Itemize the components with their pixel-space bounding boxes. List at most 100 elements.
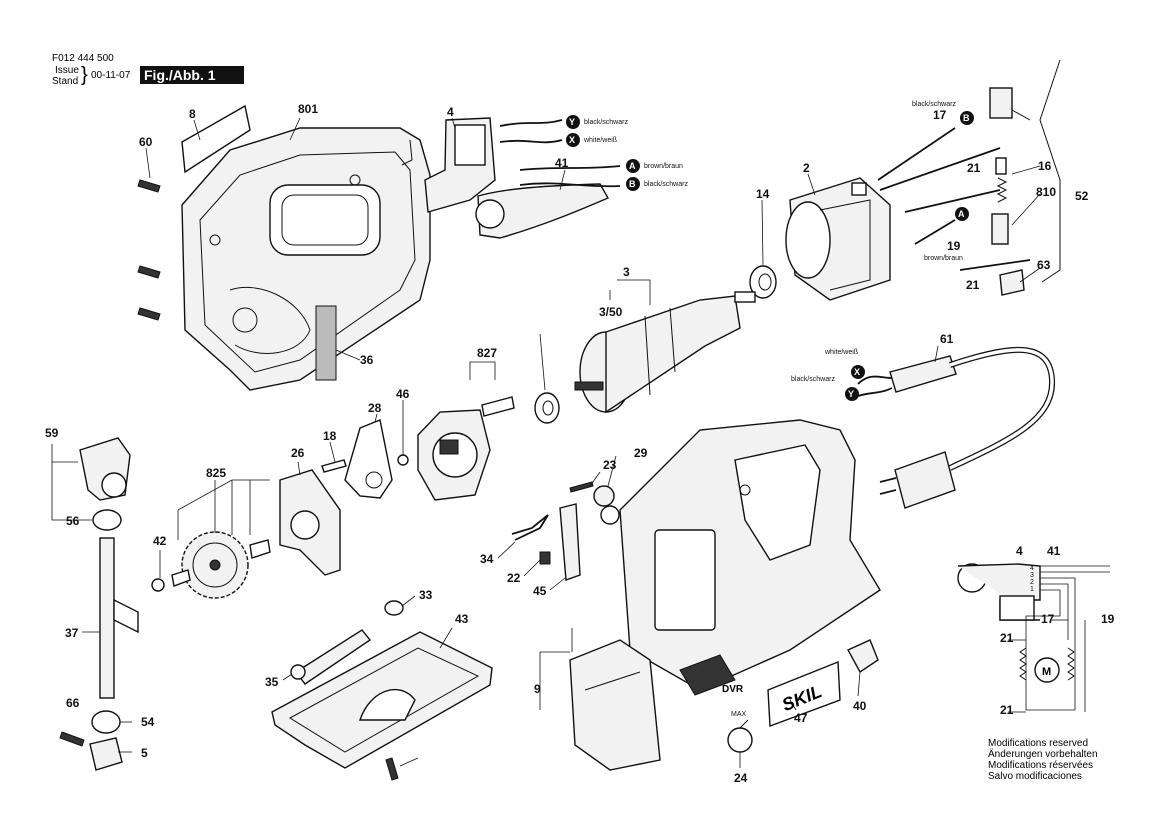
part-number: 21 (1000, 703, 1014, 717)
washer-46 (397, 454, 409, 466)
connector-letter: A (629, 161, 636, 171)
part-number: 59 (45, 426, 59, 440)
part-number: 46 (396, 387, 410, 401)
wire-label: white/weiß (583, 137, 617, 144)
part-number: 825 (206, 466, 226, 480)
issue-date: 00-11-07 (91, 70, 131, 81)
note-line: Salvo modificaciones (988, 771, 1082, 782)
screw-61 (569, 481, 594, 493)
part-number: 56 (66, 514, 80, 528)
part-number: 61 (940, 332, 954, 346)
bearing-14-lower (534, 392, 560, 424)
pin-18 (321, 459, 347, 473)
part-number: 26 (291, 446, 305, 460)
washer-45 (384, 600, 404, 616)
washer-42 (151, 578, 165, 592)
brush-17 (995, 157, 1007, 175)
brace: } (81, 64, 88, 86)
guide-26 (279, 469, 341, 576)
base-plate-33 (271, 631, 493, 769)
part-number: 35 (265, 675, 279, 689)
part-number: 17 (933, 108, 947, 122)
figure-label: Fig./Abb. 1 (140, 66, 244, 84)
brush-17-lower (999, 269, 1025, 296)
switch-4 (424, 117, 496, 213)
part-number: 8 (189, 107, 196, 121)
terminal-number: 2 (1030, 579, 1034, 586)
part-number: 66 (66, 696, 80, 710)
power-cord-5 (857, 346, 1056, 509)
connector-letter: Y (569, 117, 575, 127)
part-number: 45 (533, 584, 547, 598)
part-number: 21 (966, 278, 980, 292)
connector-letter: X (569, 135, 575, 145)
part-number: 19 (947, 239, 961, 253)
part-number: 41 (1047, 544, 1061, 558)
housing-cover-35 (569, 639, 661, 771)
leader-lines (51, 117, 1086, 768)
part-number-labels: 8 801 4 41 60 36 2 14 3 3/50 827 28 46 1… (45, 102, 1115, 785)
wire-label: brown/braun (644, 163, 683, 170)
screw-63 (385, 757, 399, 781)
dvr-dial-47 (727, 719, 753, 753)
wire-label: white/weiß (824, 349, 858, 356)
main-housing (619, 419, 881, 696)
max-label: MAX (731, 711, 747, 718)
yoke-28 (344, 419, 393, 499)
part-number: 19 (1101, 612, 1115, 626)
housing-half (181, 127, 431, 391)
connector-letter: Y (848, 389, 854, 399)
clip-34 (539, 551, 551, 565)
screws-60 (137, 179, 161, 321)
wiring-schematic (957, 563, 1110, 711)
part-number: 36 (360, 353, 374, 367)
part-number: 21 (967, 161, 981, 175)
connector-letter: A (958, 209, 965, 219)
part-number: 52 (1075, 189, 1089, 203)
part-number: 54 (141, 715, 155, 729)
part-number: 18 (323, 429, 337, 443)
modification-notes: Modifications reserved Änderungen vorbeh… (988, 738, 1098, 782)
dvr-label: DVR (722, 684, 744, 695)
part-number: 21 (1000, 631, 1014, 645)
screw-66 (59, 731, 85, 747)
bushing-56-top (92, 509, 122, 531)
part-number: 827 (477, 346, 497, 360)
part-number: 41 (555, 156, 569, 170)
motor-symbol: M (1042, 666, 1051, 678)
gear-825 (171, 531, 271, 599)
part-number: 28 (368, 401, 382, 415)
part-number: 17 (1041, 612, 1055, 626)
part-number: 16 (1038, 159, 1052, 173)
blade-clamp-43 (290, 629, 372, 685)
part-number: 23 (603, 458, 617, 472)
brush-holder-top (989, 87, 1031, 121)
bracket-810 (1039, 59, 1061, 283)
note-line: Änderungen vorbehalten (988, 749, 1098, 760)
note-line: Modifications réservées (988, 760, 1094, 771)
wire-label: black/schwarz (584, 119, 628, 126)
spring-21 (996, 177, 1008, 203)
part-number: 801 (298, 102, 318, 116)
part-number: 43 (455, 612, 469, 626)
part-number: 14 (756, 187, 770, 201)
connector-badges: Y X A B B A X Y black/schwarz white/weiß… (566, 101, 974, 401)
spring-29 (511, 514, 549, 541)
part-number: 5 (141, 746, 148, 760)
connector-letter: B (629, 179, 636, 189)
field-coil-2 (785, 177, 891, 301)
part-number: 60 (139, 135, 153, 149)
connector-24 (847, 639, 879, 674)
bearing-14-top (749, 265, 777, 299)
wire-label: black/schwarz (912, 101, 956, 108)
clamp-54 (89, 737, 123, 771)
part-number: 42 (153, 534, 167, 548)
part-number: 29 (634, 446, 648, 460)
terminal-number: 3 (1030, 572, 1034, 579)
skil-label-9 (767, 660, 841, 727)
part-number: 24 (734, 771, 748, 785)
felt-pad-36 (315, 305, 337, 381)
part-number: 63 (1037, 258, 1051, 272)
brush-holder-16 (991, 213, 1009, 245)
